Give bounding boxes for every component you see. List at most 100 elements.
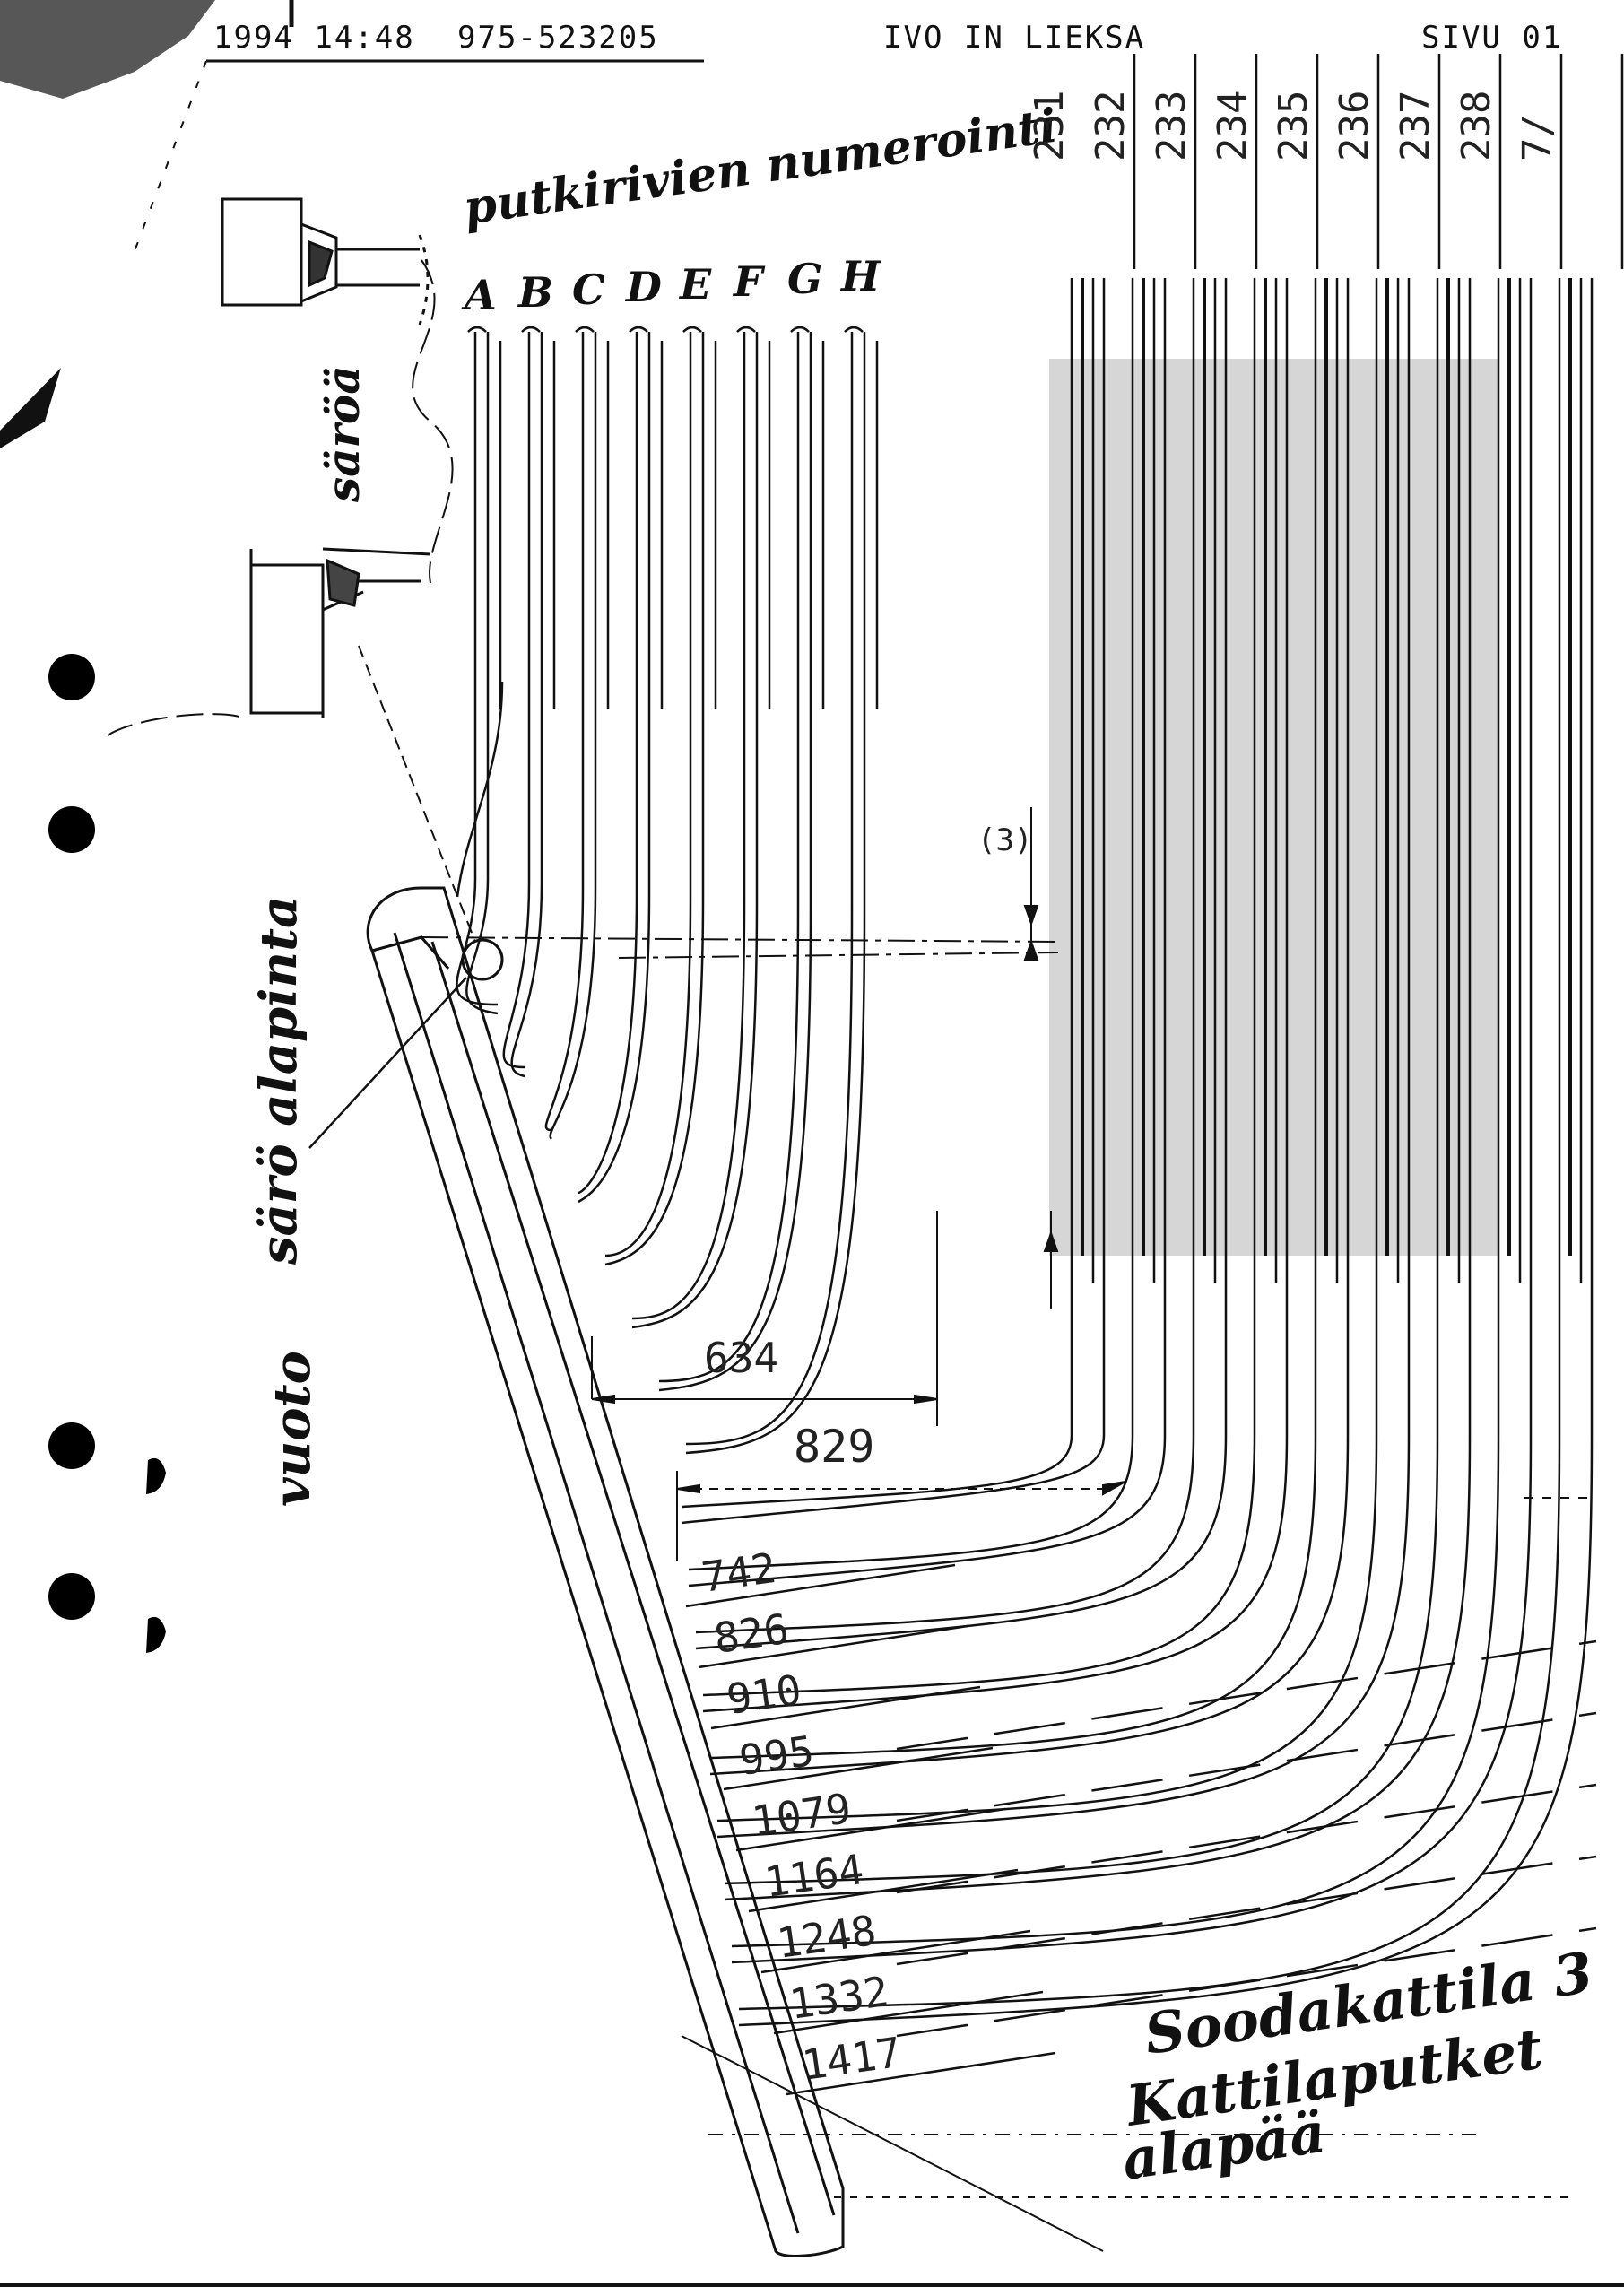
tube-line [510,332,543,1078]
tube-line [702,278,1289,1713]
tube-number-5: 235 [1271,91,1316,161]
binder-hole [48,1422,95,1469]
detail-boundary-curve [107,259,454,736]
binder-hole [48,1573,95,1620]
row-letter-a: A [461,271,497,319]
crack-detail-upper [221,197,430,326]
tube-line [578,332,651,1204]
tube-line [456,332,499,1006]
row-letter-f: F [732,257,766,306]
length-leader [735,1807,1006,1852]
tube-line [658,332,812,1392]
row-letter-e: E [678,260,712,309]
tube-row-numbering-label: putkirivien numerointi [460,99,1060,236]
binder-hole [48,654,95,700]
tube-number-1: 231 [1027,91,1073,161]
length-leader [698,1624,968,1669]
length-label-742: 742 [699,1544,779,1602]
crack-leader-dash [358,645,476,943]
length-label-995: 995 [736,1726,817,1785]
tube-cap [844,326,864,333]
tube-line [685,332,866,1455]
tube-line [681,278,1073,1509]
tube-line [549,332,597,1140]
crack-bottom-surface-label: särö alapinta [249,896,308,1265]
tube-number-4: 234 [1210,91,1255,161]
length-leader [760,1929,1031,1974]
length-label-826: 826 [711,1605,792,1663]
tube-cap [467,326,487,333]
length-label-1079: 1079 [749,1784,854,1846]
length-leader [710,1685,981,1730]
length-leader [685,1563,956,1608]
fax-sender: IVO IN LIEKSA [883,20,1146,56]
fax-datetime: 1994 14:48 [213,20,415,56]
tube-line [724,278,1472,1901]
tube-line [688,278,1167,1587]
tube-cap [521,326,541,333]
tube-bundle-shading [1049,359,1498,1256]
tube-line [544,332,585,1132]
tube-line [702,278,1256,1697]
tube-cap [682,326,702,333]
tube-line [724,278,1439,1885]
tube-number-7: 237 [1393,91,1438,161]
tube-number-8: 238 [1454,91,1499,161]
tube-line [896,1855,1597,1966]
tube-group-a-h [456,326,879,1455]
tube-cap [736,326,756,333]
tube-cap [629,326,648,333]
tube-cap [790,326,810,333]
tube-line [896,1639,1597,1751]
tube-line [695,278,1195,1634]
row-letter-d: D [624,263,662,311]
row-letter-c: C [572,265,605,314]
tube-number-2: 232 [1088,91,1133,161]
length-leader [748,1868,1019,1913]
leak-label: vuoto [263,1351,322,1507]
tube-line [578,332,638,1195]
scan-shadow-wedge [0,368,61,448]
length-leader [773,1990,1044,2035]
tube-line [658,332,800,1383]
tube-line [631,332,746,1320]
fax-page-number: SIVU 01 [1421,20,1563,56]
tube-line [604,332,692,1257]
dimension-829: 829 [794,1421,874,1473]
length-label-1248: 1248 [774,1906,879,1968]
crack-detail-lower [249,547,431,718]
scan-shadow-corner [0,0,215,99]
tube-line [681,278,1106,1525]
crack-label: säröä [317,365,369,503]
fax-number: 975-523205 [457,20,659,56]
dimension-634: 634 [704,1334,778,1382]
small-dimension-mark: (3) [977,822,1032,858]
length-label-1164: 1164 [761,1845,866,1907]
tube-number-3: 233 [1149,91,1194,161]
tube-line [738,278,1594,2027]
tube-line [731,278,1533,1964]
tube-line [738,278,1561,2011]
dimension-lines [421,807,1596,2198]
tube-line [896,1711,1597,1822]
crack-leader-line [308,977,467,1149]
tube-cap [575,326,595,333]
length-leader [786,2051,1056,2096]
tube-line [731,278,1500,1948]
tube-line [685,332,854,1446]
tube-line [465,332,499,1015]
tube-line [709,278,1350,1776]
tube-line [631,332,759,1329]
tube-number-6: 236 [1332,91,1377,161]
length-label-910: 910 [724,1665,804,1724]
tube-line [688,278,1134,1571]
tube-line [695,278,1228,1650]
tube-line [502,332,531,1069]
binder-hole [48,806,95,853]
length-leader [723,1746,994,1791]
row-letter-b: B [517,268,553,317]
